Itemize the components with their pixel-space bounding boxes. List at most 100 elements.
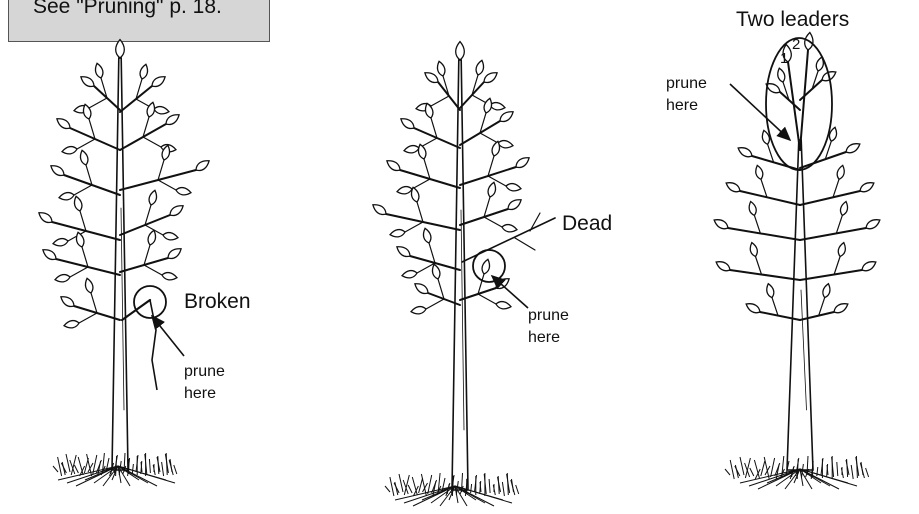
label-two-leaders: Two leaders [736, 8, 849, 32]
branch [438, 279, 444, 299]
branch [488, 156, 494, 176]
branch [728, 228, 800, 240]
branch [431, 96, 449, 106]
leaf [146, 101, 157, 118]
branch [800, 228, 866, 240]
leaf [399, 116, 416, 131]
dead-twig [515, 238, 535, 250]
leaf [744, 301, 762, 315]
branch [426, 299, 444, 309]
branch [730, 270, 800, 280]
grass-blade [847, 459, 848, 477]
grass-blade [66, 454, 70, 472]
leaf [49, 163, 66, 178]
branch [424, 159, 430, 179]
leaf [839, 201, 849, 217]
leaf [148, 189, 159, 206]
trunk [452, 60, 468, 490]
branch [70, 267, 88, 277]
leaf [506, 197, 523, 212]
leaf [161, 271, 177, 281]
branch [484, 217, 502, 227]
leaf [385, 158, 402, 173]
branch [158, 160, 164, 180]
grass-blade [725, 469, 730, 475]
branch [800, 191, 860, 205]
grass-blade [489, 479, 490, 493]
leaf [832, 301, 850, 315]
leader-1 [788, 62, 800, 150]
branch [833, 179, 839, 197]
leaf [864, 217, 882, 231]
branch [478, 294, 496, 304]
grass-blade [58, 457, 62, 476]
callout-prune-3-line1: prune [666, 74, 707, 94]
grass-blade [866, 468, 869, 477]
leaf [422, 227, 433, 244]
branch [836, 215, 842, 233]
grass-blade [62, 462, 65, 475]
tree-broken-branch [37, 40, 212, 486]
grass-blade [385, 486, 390, 492]
branch [772, 298, 778, 316]
leaf [501, 223, 517, 233]
leaf [505, 182, 521, 192]
branch [768, 144, 774, 162]
grass-blade [771, 458, 775, 477]
leaf [714, 259, 732, 273]
branch [478, 274, 484, 294]
branch [405, 222, 423, 232]
label-broken: Broken [184, 290, 251, 314]
grass-blade [132, 464, 133, 473]
leaf [79, 149, 90, 166]
branch [756, 257, 762, 275]
leaf [371, 202, 388, 217]
leaf [765, 283, 775, 299]
leaf [63, 319, 79, 329]
callout-prune-3-line2: here [666, 96, 698, 116]
grass-blade [53, 466, 58, 472]
branch [800, 152, 846, 168]
leaf [153, 105, 169, 115]
branch [143, 137, 161, 147]
grass-blade [761, 461, 765, 476]
leaf [413, 281, 430, 296]
grass-blade [861, 462, 863, 475]
hanging-broken-limb [150, 300, 157, 390]
leaf [483, 97, 494, 114]
grass-blade [507, 473, 508, 495]
leaf [495, 300, 511, 310]
leaf [41, 247, 58, 262]
branch [819, 298, 825, 316]
leaf [837, 242, 847, 258]
leaf [162, 231, 178, 241]
label-dead: Dead [562, 212, 612, 236]
callout-prune-2-line2: here [528, 328, 560, 348]
branch [82, 247, 88, 267]
branch [86, 165, 92, 185]
branch [144, 245, 150, 265]
branch [761, 179, 767, 197]
grass-blade [502, 482, 504, 496]
branch [412, 179, 430, 189]
branch [89, 98, 107, 108]
grass-blade [837, 462, 838, 476]
branch [158, 180, 176, 190]
leader-number-1: 1 [780, 50, 788, 67]
leaf [858, 180, 876, 194]
leaf [75, 231, 86, 248]
branch [800, 270, 862, 280]
leaf [401, 269, 417, 279]
leaf [52, 237, 68, 247]
leader-number-2: 2 [792, 36, 800, 53]
leaf [821, 283, 831, 299]
leaf [712, 217, 730, 231]
branch [834, 257, 840, 275]
branch [80, 211, 86, 231]
tree-dead-branch [371, 42, 555, 506]
leaf [168, 203, 185, 218]
leaf [481, 258, 492, 275]
grass-blade [516, 485, 519, 494]
leaf [456, 42, 465, 60]
